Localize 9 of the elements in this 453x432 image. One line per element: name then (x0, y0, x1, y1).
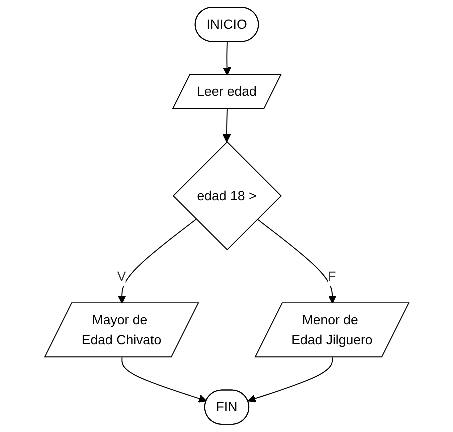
arrow (256, 218, 336, 304)
arrow (222, 109, 231, 143)
arrow (247, 357, 333, 403)
arrow (117, 218, 196, 304)
node-diamond: edad 18 > (172, 142, 282, 251)
arrow (121, 357, 207, 403)
arrow (222, 42, 231, 76)
edge-label: V (116, 268, 126, 284)
edge-label: F (328, 268, 336, 284)
